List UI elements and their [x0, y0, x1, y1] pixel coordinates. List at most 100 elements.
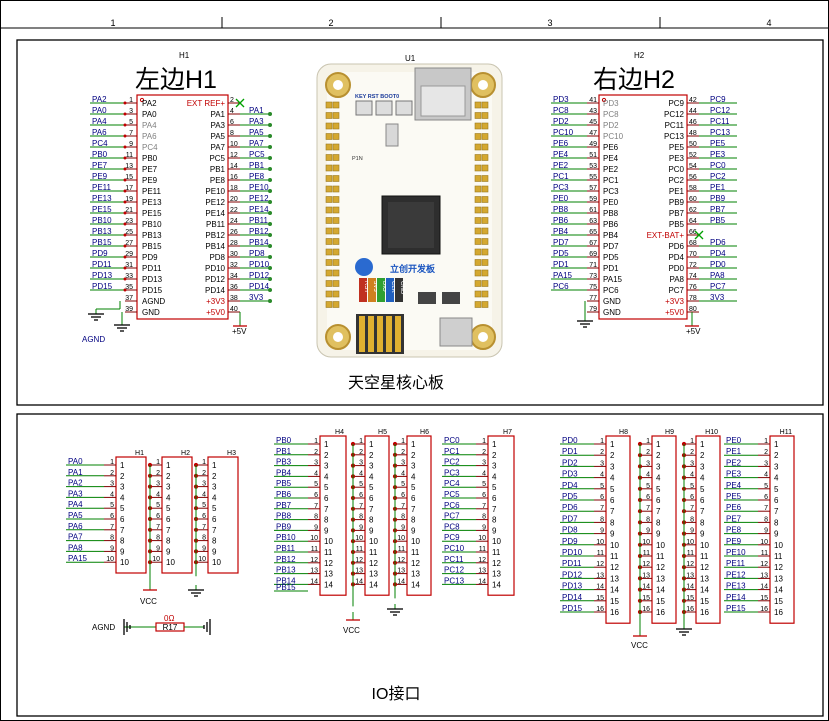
io-h3-pin-name: 3 [212, 483, 217, 492]
h2-pin-number-left: 45 [589, 119, 597, 126]
h1-no-connect-b [235, 98, 245, 108]
io-h9-pin-name: 12 [656, 563, 665, 572]
board-header-pin [474, 290, 482, 298]
frame-col-3: 3 [547, 18, 552, 28]
io-h11-net-label: PE13 [726, 582, 746, 591]
io-h4-pin-number: 4 [314, 470, 318, 477]
h1-net-label-left: PB15 [92, 238, 112, 247]
io-h1-pin-number: 10 [106, 556, 114, 563]
io-h9-body [651, 435, 677, 624]
h1-pin-name-left: PD9 [142, 253, 158, 262]
board-header-pin [332, 185, 340, 193]
io-h1-pin-name: 5 [120, 504, 125, 513]
h1-pin-number-left: 29 [125, 251, 133, 258]
io-section-title: IO接口 [372, 685, 421, 703]
io-h5-pin-number: 9 [359, 524, 363, 531]
h2-net-label-right: PC7 [710, 282, 726, 291]
board-header-pin [474, 248, 482, 256]
h1-pin-number-right: 10 [230, 141, 238, 148]
io-h8-pin-name: 16 [610, 608, 619, 617]
regulator [418, 292, 436, 304]
h2-pin-name-right: PC9 [668, 99, 684, 108]
h2-title: 右边H2 [593, 66, 675, 94]
h1-net-label-left: PE11 [92, 183, 112, 192]
io-h9-pin-name: 15 [656, 597, 665, 606]
io-h8-pin-number: 9 [600, 528, 604, 535]
io-h4-pin-number: 5 [314, 481, 318, 488]
h2-pin-number-right: 64 [689, 218, 697, 225]
h2-pin-name-left: GND [603, 297, 621, 306]
io-h8-net-label: PD15 [562, 604, 583, 613]
io-h3-pin-name: 6 [212, 515, 217, 524]
h2-net-label-right: PC11 [710, 117, 730, 126]
h2-body [598, 94, 688, 320]
h1-pin-dot-left [123, 255, 127, 259]
io-h3-pin-number: 4 [202, 491, 206, 498]
io-h7-pin-number: 1 [482, 438, 486, 445]
io-h2-pin-name: 5 [166, 504, 171, 513]
board-header-pin [332, 164, 340, 172]
h1-net-dot-right [268, 255, 272, 259]
io-h5-pin-number: 8 [359, 514, 363, 521]
io-h9-pin-number: 4 [646, 472, 650, 479]
h1-net-dot-right [268, 266, 272, 270]
io-resistor-value: 0Ω [164, 614, 174, 623]
io-h6-pin-name: 8 [411, 516, 416, 525]
board-header-pin [325, 133, 333, 140]
io-h10-pin-name: 13 [700, 574, 709, 583]
io-h6-pin-number: 8 [401, 514, 405, 521]
h1-net-label-right: PA3 [249, 117, 264, 126]
h2-net-label-right: PC12 [710, 106, 731, 115]
board-header-pin [332, 143, 340, 151]
io-h7-pin-number: 4 [482, 470, 486, 477]
h1-pin-name-right: PE8 [210, 176, 226, 185]
io-h10-pin-name: 2 [700, 451, 705, 460]
h2-pin-number-right: 74 [689, 273, 697, 280]
h1-pin-dot-left [123, 211, 127, 215]
io-h9-pin-number: 14 [642, 584, 650, 591]
io-h11-net-label: PE2 [726, 458, 742, 467]
io-h8-net-label: PD10 [562, 548, 583, 557]
io-h2-pin-number: 8 [156, 535, 160, 542]
io-h9-pin-number: 3 [646, 460, 650, 467]
io-h8-pin-name: 11 [610, 552, 619, 561]
h1-net-label-left: PE7 [92, 161, 108, 170]
io-h3-body [207, 456, 239, 574]
h1-pin-name-right: PC5 [209, 154, 225, 163]
io-h9-pin-number: 10 [642, 539, 650, 546]
board-header-pin [481, 154, 489, 161]
io-h3-pin-name: 10 [212, 558, 221, 567]
h2-pin-name-right: PE1 [669, 187, 685, 196]
h2-pin-number-left: 65 [589, 229, 597, 236]
board-header-pin [325, 164, 333, 172]
io-h8-net-label: PD5 [562, 492, 578, 501]
h1-pin-number-left: 25 [125, 229, 133, 236]
h2-net-label-left: PE0 [553, 194, 569, 203]
board-header-pin [332, 101, 340, 109]
h1-pin-name-left: PE11 [142, 187, 162, 196]
io-h2-pin-name: 1 [166, 461, 171, 470]
board-header-pin [325, 185, 333, 193]
io-h4-net-label: PB1 [276, 447, 292, 456]
io-h11-net-label: PE12 [726, 570, 746, 579]
io-h8-net-label: PD3 [562, 470, 578, 479]
io-h10-pin-name: 16 [700, 608, 709, 617]
io-h5-body [364, 435, 390, 596]
h1-pin-name-right: PE10 [205, 187, 225, 196]
h2-pin-name-left: PD7 [603, 242, 619, 251]
h2-net-label-right: PE5 [710, 139, 726, 148]
io-h1-pin-name: 1 [120, 461, 125, 470]
board-header-pin [332, 175, 340, 182]
io-h5-pin-name: 14 [369, 580, 378, 589]
h2-pin-number-left: 67 [589, 240, 597, 247]
h1-pin-dot-left [123, 189, 127, 193]
io-h1-pin-name: 9 [120, 547, 125, 556]
io-h11-pin-name: 5 [774, 485, 779, 494]
io-h11-pin-name: 1 [774, 440, 779, 449]
h1-pin-number-right: 40 [230, 306, 238, 313]
board-header-pin [325, 206, 333, 214]
io-h1-pin-name: 8 [120, 537, 125, 546]
io-h8-pin-number: 4 [600, 472, 604, 479]
h1-net-dot-right [268, 178, 272, 182]
io-h11-pin-name: 12 [774, 563, 783, 572]
